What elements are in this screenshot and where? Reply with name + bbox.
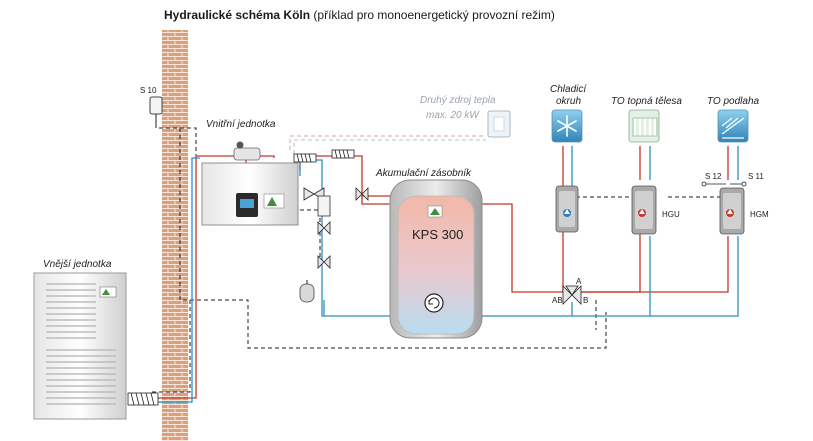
- mixing-valve: A AB B: [552, 277, 588, 305]
- cooling-label-line2: okruh: [556, 96, 581, 107]
- sensor-s11: S 11: [730, 172, 764, 187]
- sensor-s11-label: S 11: [748, 172, 764, 181]
- second-source-power: max. 20 kW: [426, 110, 480, 121]
- sensor-s12-label: S 12: [705, 172, 722, 181]
- radiator-circuit: TO topná tělesa HGU: [611, 96, 682, 235]
- diagram-title: Hydraulické schéma Köln (příklad pro mon…: [164, 8, 555, 22]
- outdoor-sensor: S 10: [140, 86, 163, 124]
- floor-heating-circuit: TO podlaha S 12 S 11 HGM: [701, 96, 769, 235]
- pump-group-hgm: [719, 187, 745, 235]
- cooling-label: Chladicí: [550, 84, 587, 95]
- return-pipes: [140, 146, 739, 403]
- tank-model-label: KPS 300: [412, 227, 463, 242]
- pump-group-hgu: [631, 185, 657, 235]
- mix-port-a: A: [576, 277, 582, 286]
- floor-heating-label: TO podlaha: [707, 96, 760, 107]
- buffer-tank: Akumulační zásobník KPS 300: [375, 168, 483, 339]
- pipe-insulation-wall: [127, 392, 159, 406]
- indoor-unit-label: Vnitřní jednotka: [206, 119, 276, 130]
- filter: [317, 195, 331, 217]
- sensor-s10-label: S 10: [140, 86, 157, 95]
- mix-port-b: B: [583, 296, 588, 305]
- mix-port-ab: AB: [552, 296, 563, 305]
- hgu-label: HGU: [662, 210, 680, 219]
- outdoor-unit-grille: [46, 283, 116, 405]
- indoor-unit: Vnitřní jednotka: [201, 119, 355, 226]
- second-heat-source: Druhý zdroj tepla max. 20 kW: [289, 95, 511, 154]
- buffer-tank-label: Akumulační zásobník: [375, 168, 472, 179]
- pump-group-cooling: [555, 185, 579, 233]
- outdoor-unit: Vnější jednotka: [33, 259, 127, 420]
- second-source-label: Druhý zdroj tepla: [420, 95, 496, 106]
- hgm-label: HGM: [750, 210, 769, 219]
- cooling-circuit: Chladicí okruh: [550, 84, 587, 233]
- expansion-vessel: [299, 280, 315, 303]
- radiators-label: TO topná tělesa: [611, 96, 682, 107]
- sensor-s12: S 12: [701, 172, 726, 187]
- expansion-tank-top: [233, 147, 261, 161]
- outdoor-unit-label: Vnější jednotka: [43, 259, 112, 270]
- circulation-pump-icon: [424, 293, 444, 313]
- valves: [299, 187, 369, 303]
- brick-wall: [162, 30, 188, 441]
